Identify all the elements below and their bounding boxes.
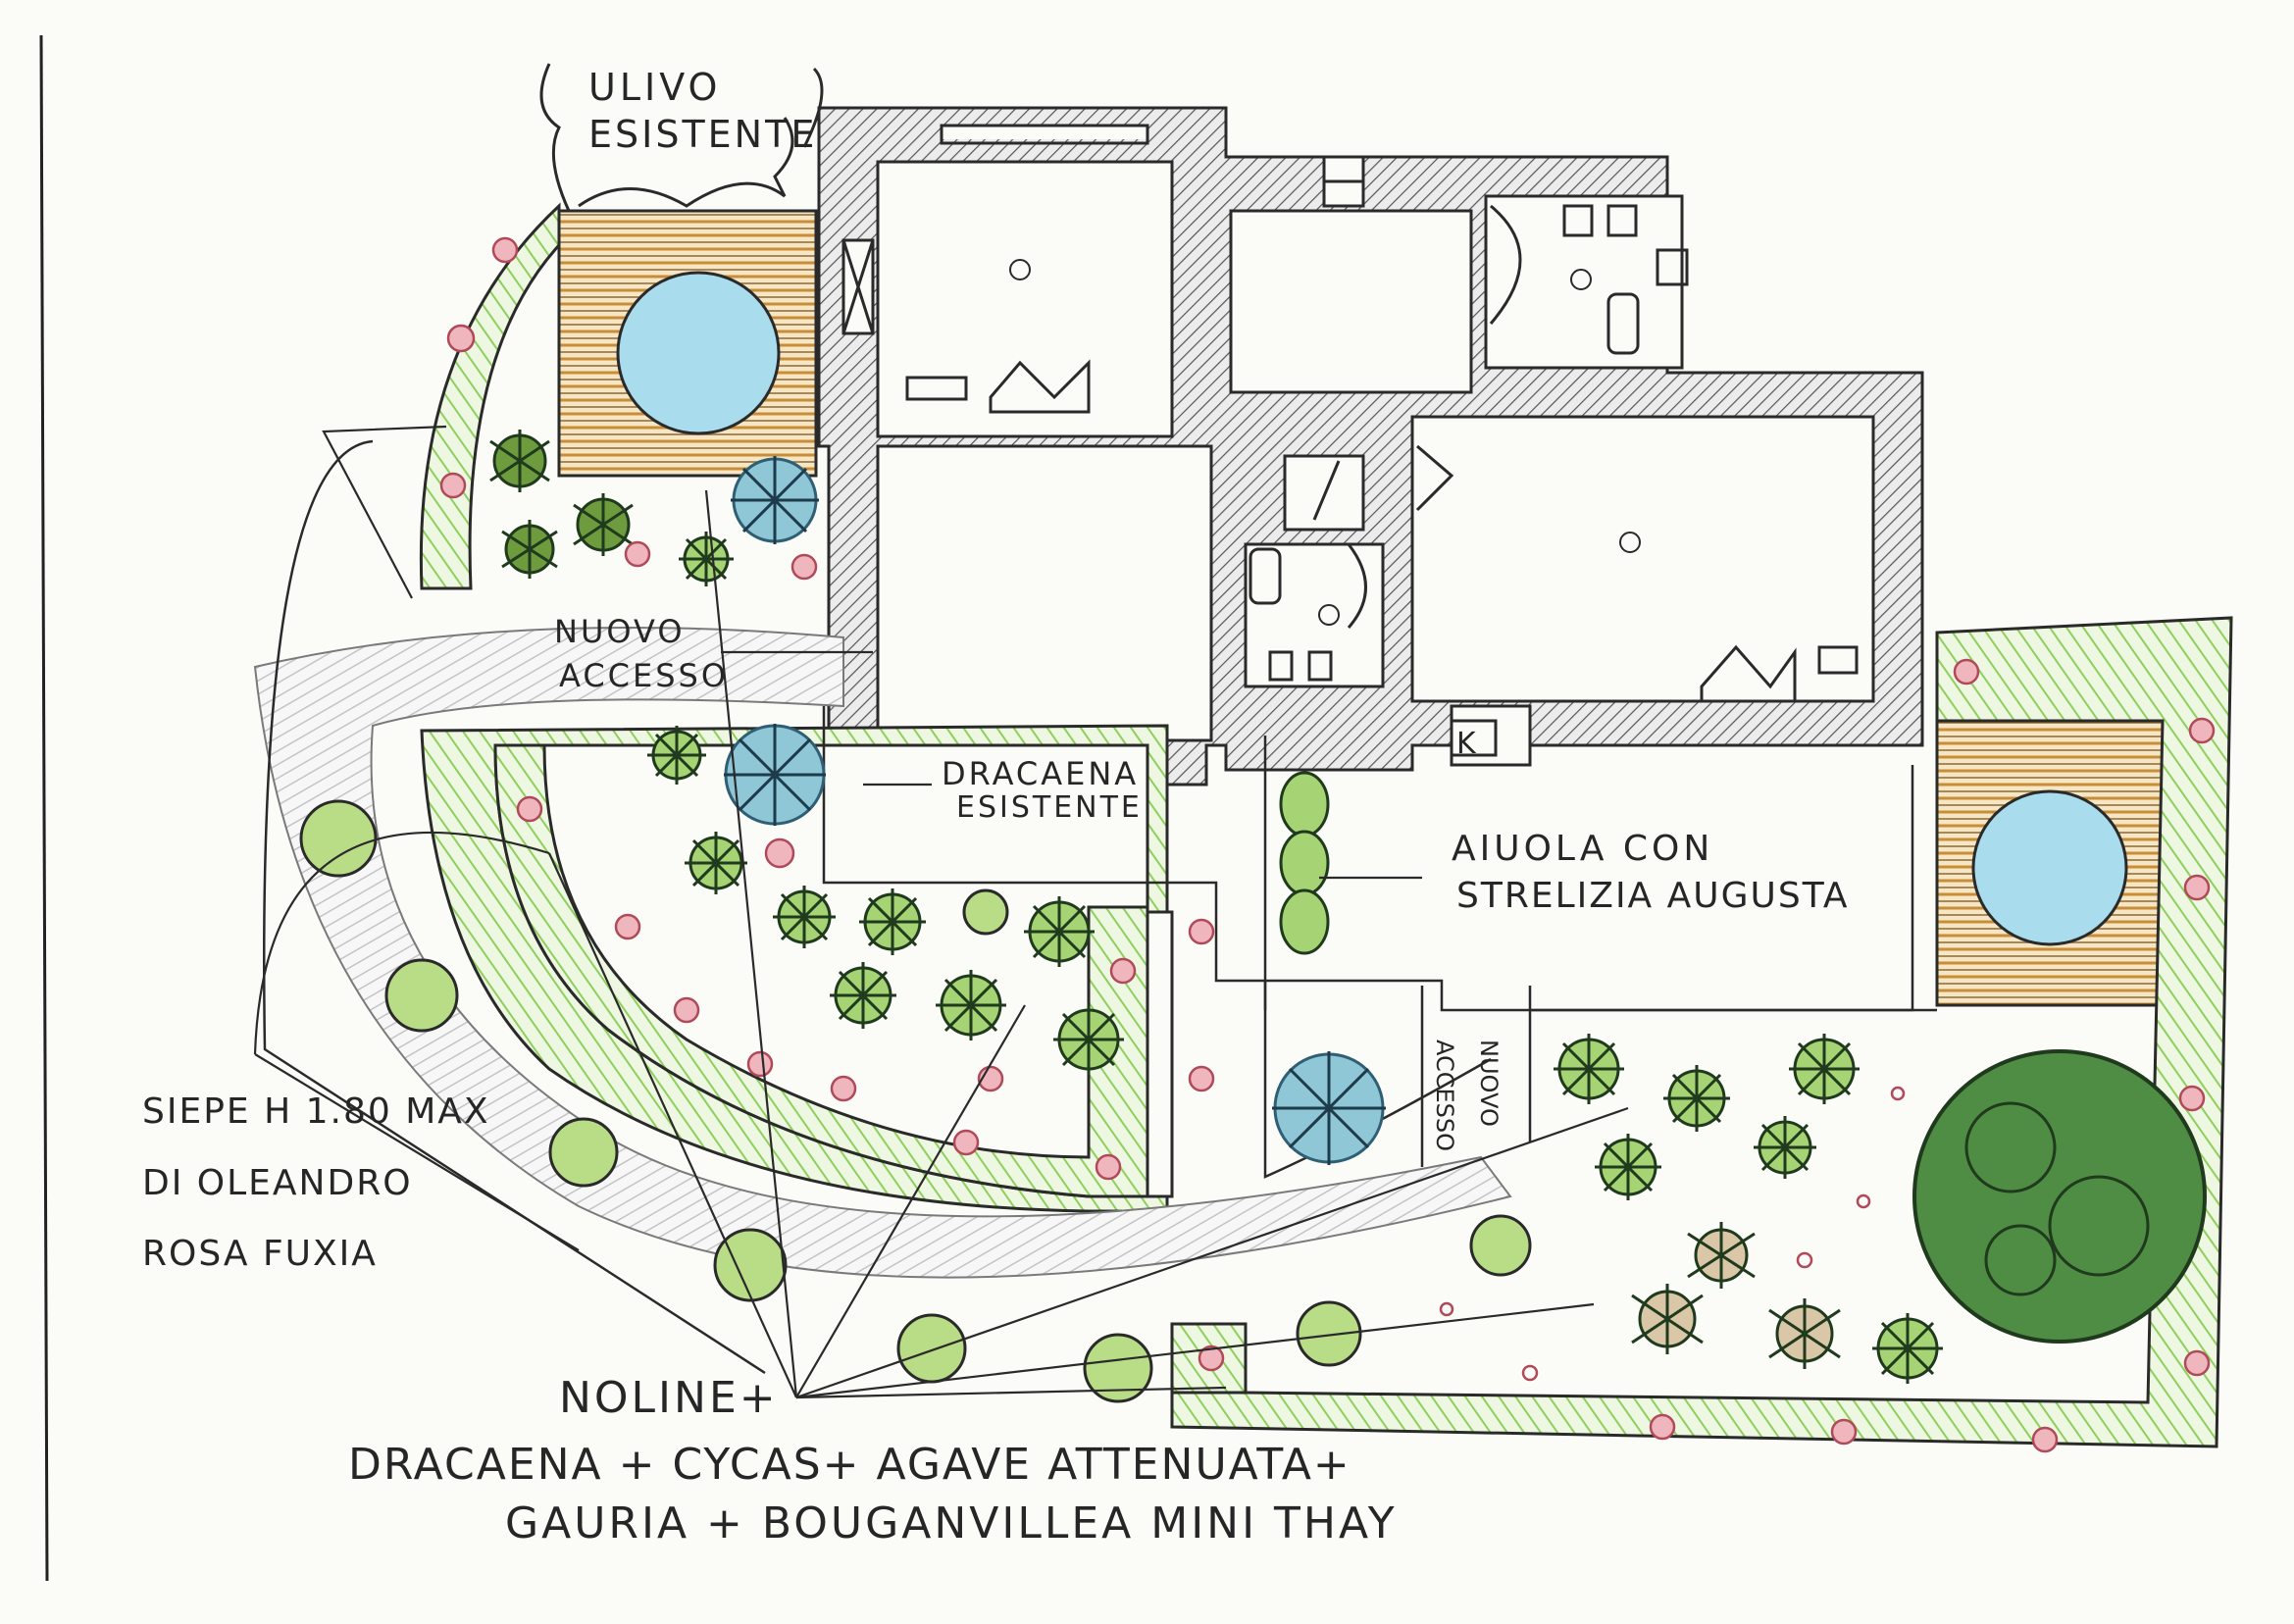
garden-path bbox=[253, 627, 1512, 1279]
kitchen-mark: K bbox=[1456, 727, 1477, 761]
label-siepe-1: SIEPE H 1.80 MAX bbox=[142, 1091, 490, 1132]
label-ulivo-2: ESISTENTE bbox=[588, 113, 817, 156]
label-accesso-vertical: ACCESSO bbox=[1431, 1040, 1458, 1151]
house-walls bbox=[817, 106, 1924, 787]
dracaena-palms bbox=[724, 456, 1386, 1165]
small-markers bbox=[1439, 1086, 1906, 1382]
label-aiuola-1: AIUOLA CON bbox=[1452, 829, 1713, 869]
strelitzia-plants bbox=[1279, 771, 1330, 955]
label-nuovo-accesso-2: ACCESSO bbox=[559, 657, 729, 694]
leader-lines bbox=[253, 425, 1629, 1399]
bougainvillea-plants bbox=[489, 430, 1841, 1369]
label-siepe-3: ROSA FUXIA bbox=[142, 1234, 378, 1274]
label-nuovo-vertical: NUOVO bbox=[1475, 1040, 1503, 1127]
label-nuovo-accesso-1: NUOVO bbox=[554, 613, 686, 650]
label-dracaena-2: ESISTENTE bbox=[956, 790, 1143, 825]
right-pool-terrace bbox=[1935, 719, 2165, 1007]
label-aiuola-2: STRELIZIA AUGUSTA bbox=[1456, 876, 1850, 916]
label-plants-3: GAURIA + BOUGANVILLEA MINI THAY bbox=[505, 1498, 1398, 1548]
large-tree bbox=[1912, 1049, 2207, 1344]
label-siepe-2: DI OLEANDRO bbox=[142, 1163, 413, 1203]
label-plants-1: NOLINE+ bbox=[559, 1373, 779, 1423]
upper-pool bbox=[616, 271, 781, 435]
right-pool bbox=[1971, 789, 2128, 946]
existing-olive-tree bbox=[539, 63, 824, 212]
sheet-margin-line bbox=[39, 34, 49, 1582]
label-dracaena-1: DRACAENA bbox=[942, 755, 1139, 792]
label-ulivo-1: ULIVO bbox=[588, 66, 721, 109]
cycas-agave-plants bbox=[647, 532, 1943, 1384]
upper-pool-terrace bbox=[557, 209, 818, 478]
oleander-flowers bbox=[439, 236, 2216, 1453]
garden-outlines bbox=[262, 439, 1937, 1375]
oleander-shrubs bbox=[299, 799, 1532, 1403]
label-plants-2: DRACAENA + CYCAS+ AGAVE ATTENUATA+ bbox=[348, 1440, 1351, 1490]
